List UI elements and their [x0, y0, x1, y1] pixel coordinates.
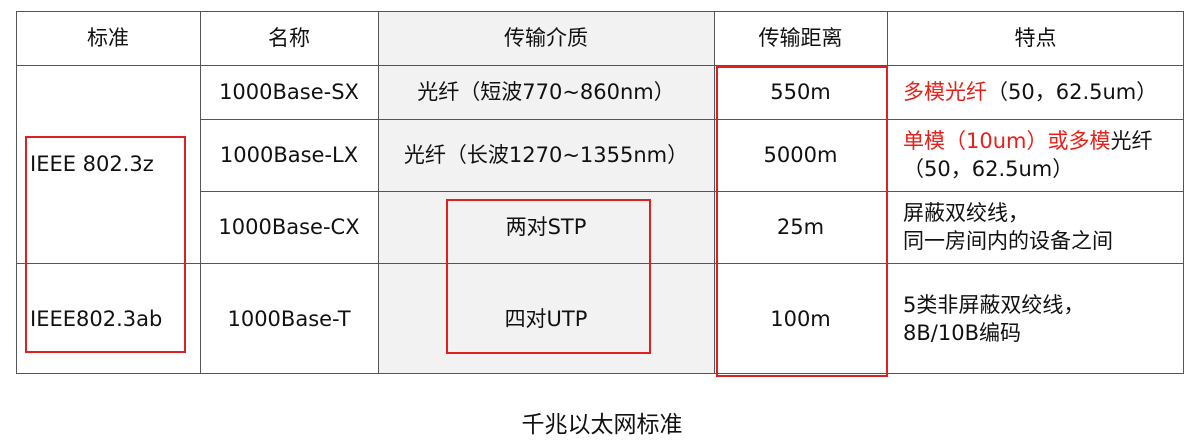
table-row-distance: 25m	[776, 215, 825, 239]
header-distance: 传输距离	[758, 26, 843, 50]
table-row-distance: 100m	[770, 306, 831, 331]
feature-black-text: 光纤（50，62.5um）	[903, 129, 1153, 181]
table-row-distance: 5000m	[763, 143, 838, 167]
header-feature: 特点	[1014, 26, 1057, 50]
feature-red-text: 单模（10um）或多模	[903, 129, 1111, 153]
table-caption: 千兆以太网标准	[521, 412, 683, 438]
medium-column-bg	[378, 11, 714, 374]
table-row-name: 1000Base-LX	[219, 143, 359, 167]
feature-red-text: 多模光纤	[903, 80, 987, 104]
feature-line-2: 8B/10B编码	[903, 320, 1021, 345]
table-row-distance: 550m	[770, 80, 831, 104]
table-row-medium: 光纤（长波1270~1355nm）	[403, 143, 689, 167]
table-row-medium: 四对UTP	[504, 306, 588, 331]
feature-line-1: 5类非屏蔽双绞线，	[903, 292, 1085, 317]
table-row-feature: 屏蔽双绞线， 同一房间内的设备之间	[887, 191, 1184, 263]
table-row-feature: 5类非屏蔽双绞线， 8B/10B编码	[887, 263, 1184, 374]
feature-line-2: 同一房间内的设备之间	[903, 229, 1113, 253]
table-row-name: 1000Base-SX	[219, 80, 359, 104]
table-row-feature: 单模（10um）或多模光纤（50，62.5um）	[887, 119, 1184, 191]
header-name: 名称	[268, 26, 310, 50]
table-row-feature: 多模光纤（50，62.5um）	[887, 65, 1184, 119]
standard-ieee-8023ab: IEEE802.3ab	[30, 306, 163, 331]
table-row-name: 1000Base-CX	[218, 215, 360, 239]
feature-line-1: 屏蔽双绞线，	[903, 201, 1029, 225]
table-row-medium: 两对STP	[505, 215, 587, 239]
standard-ieee-8023z: IEEE 802.3z	[30, 152, 154, 176]
header-medium: 传输介质	[504, 26, 588, 50]
feature-black-text: （50，62.5um）	[987, 80, 1158, 104]
header-standard: 标准	[87, 26, 129, 50]
table-row-name: 1000Base-T	[227, 306, 351, 331]
table-row-medium: 光纤（短波770~860nm）	[417, 80, 675, 104]
